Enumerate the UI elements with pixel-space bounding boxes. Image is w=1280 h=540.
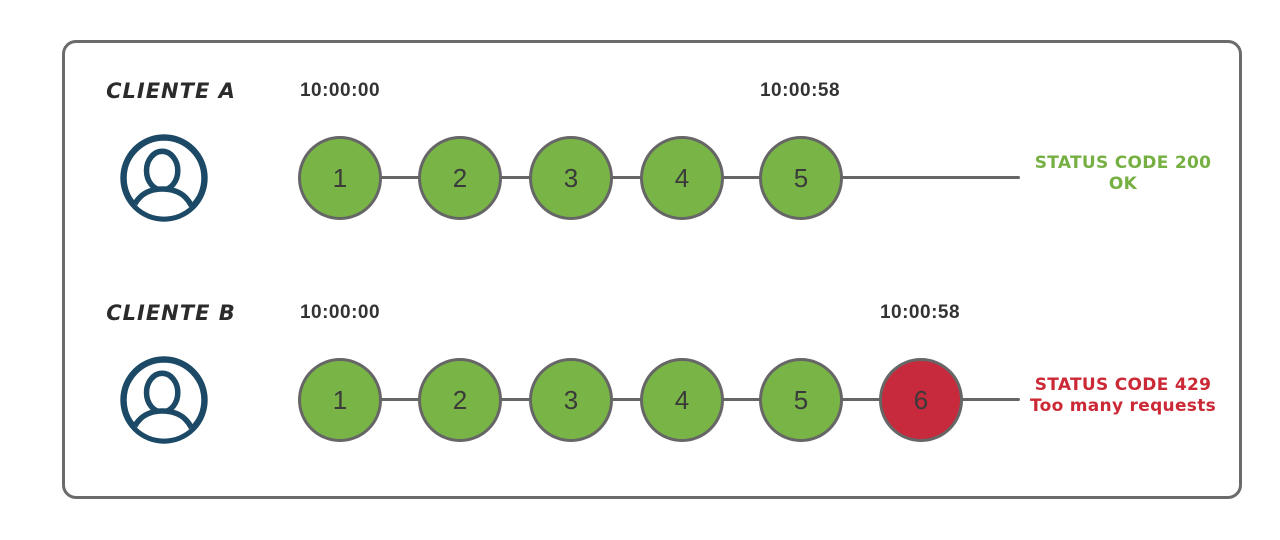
diagram-border-panel	[62, 40, 1242, 499]
